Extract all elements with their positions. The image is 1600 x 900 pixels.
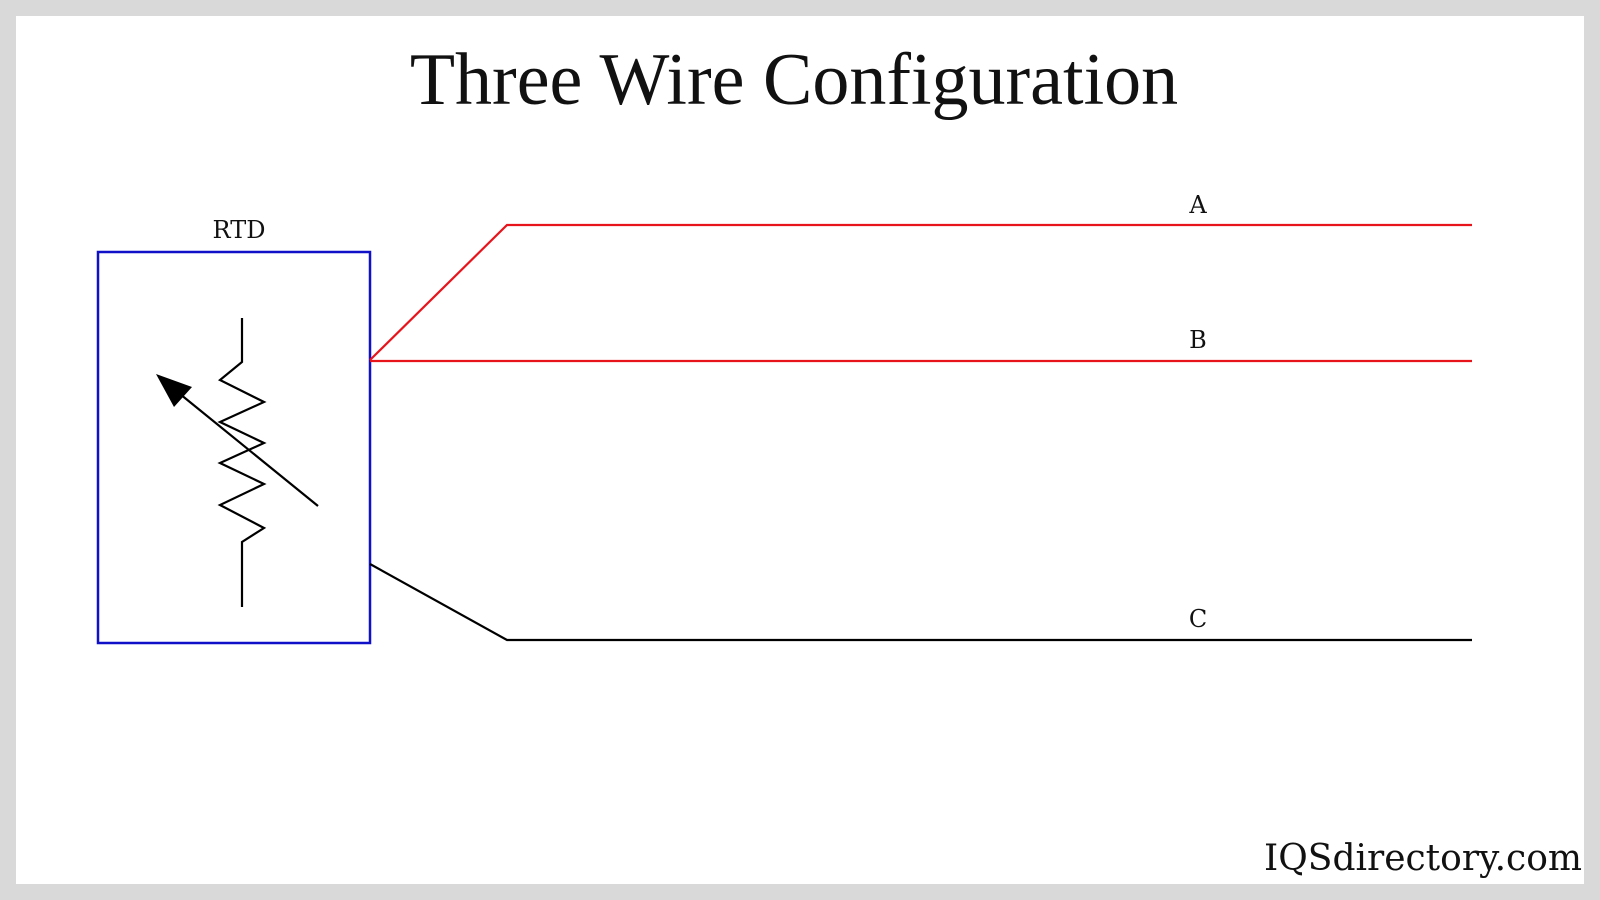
wire-c bbox=[369, 563, 1472, 642]
rtd-box bbox=[96, 250, 372, 645]
rtd-label: RTD bbox=[213, 216, 266, 244]
wire-c-label: C bbox=[1189, 605, 1207, 633]
wire-a-label: A bbox=[1188, 191, 1207, 219]
diagram-title: Three Wire Configuration bbox=[410, 39, 1178, 121]
variable-arrow-line bbox=[179, 393, 319, 507]
resistor-symbol bbox=[217, 318, 267, 607]
watermark-logo: IQSdirectory.com bbox=[1264, 838, 1582, 879]
diagram-canvas bbox=[16, 16, 1584, 884]
arrow-head-icon bbox=[156, 374, 192, 407]
wire-b-label: B bbox=[1189, 326, 1207, 354]
wire-a bbox=[369, 223, 1472, 361]
